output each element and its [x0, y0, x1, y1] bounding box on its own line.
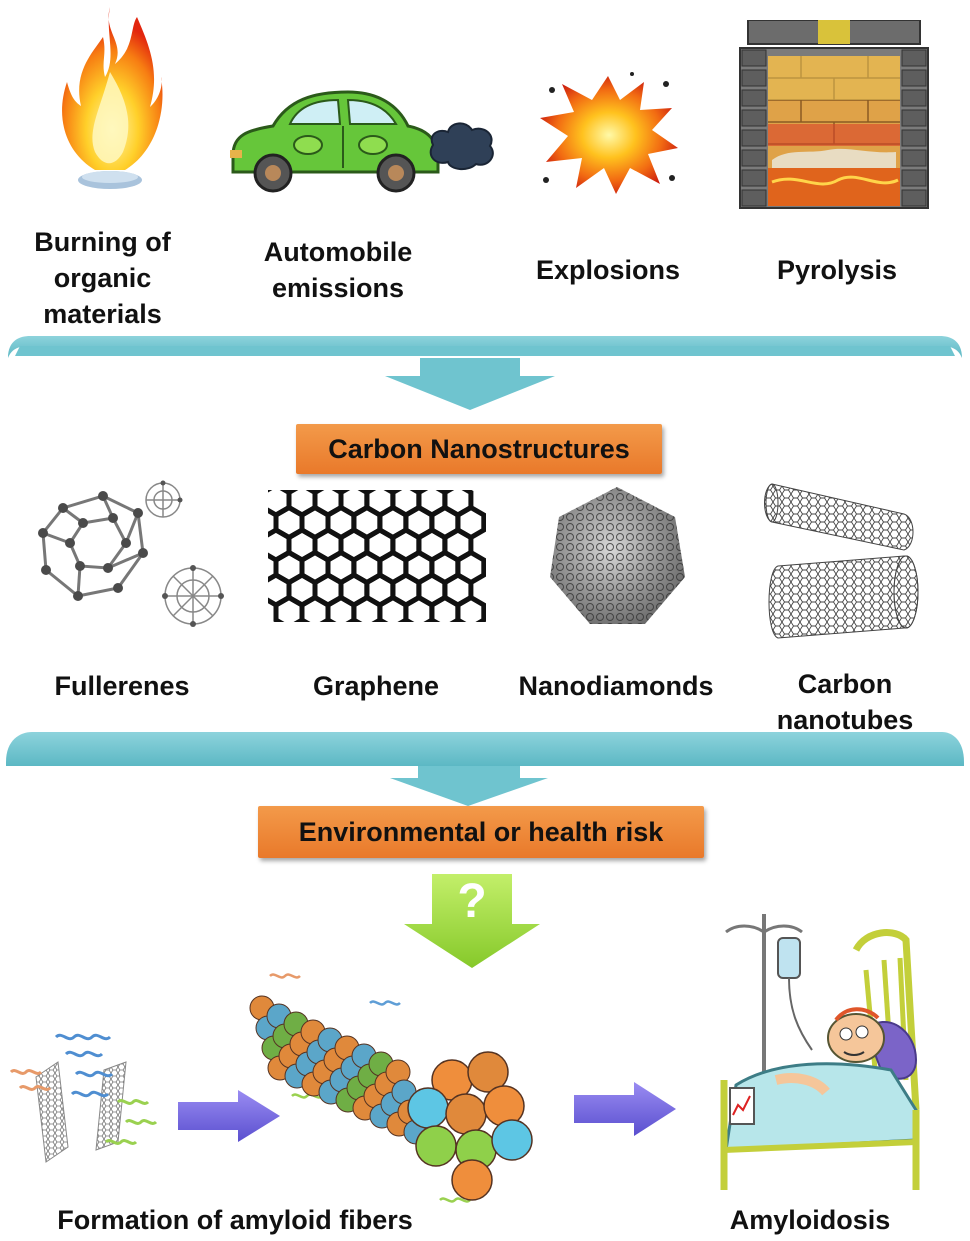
nano-label-graphene: Graphene [312, 671, 440, 701]
protein-nanotube-icon [6, 1022, 166, 1172]
health-risk-box: Environmental or health risk [258, 806, 704, 858]
nano-label-fullerenes: Fullerenes [54, 671, 190, 701]
nanodiamond-icon [545, 482, 690, 632]
outcome-label-amyloid-fibers: Formation of amyloid fibers [57, 1205, 413, 1235]
purple-arrow-icon-2 [572, 1080, 678, 1138]
nanotube-icon [764, 474, 924, 644]
furnace-icon [738, 19, 930, 210]
amyloid-fiber-icon [240, 968, 560, 1218]
car-icon [228, 80, 498, 200]
purple-arrow-icon-1 [176, 1088, 282, 1144]
fire-icon [55, 2, 165, 192]
fullerene-icon [28, 478, 228, 628]
carbon-nanostructures-box: Carbon Nanostructures [296, 424, 662, 474]
source-label-explosions: Explosions [535, 255, 681, 285]
explosion-icon [532, 68, 684, 198]
flow-band-1 [0, 318, 970, 413]
question-mark: ? [457, 875, 487, 928]
flow-band-2 [0, 718, 970, 808]
nano-label-nanodiamonds: Nanodiamonds [518, 671, 714, 701]
graphene-icon [260, 482, 487, 631]
source-label-pyrolysis: Pyrolysis [776, 255, 898, 285]
patient-in-bed-icon [716, 910, 956, 1200]
outcome-label-amyloidosis: Amyloidosis [729, 1205, 891, 1235]
question-arrow-icon [402, 872, 542, 970]
